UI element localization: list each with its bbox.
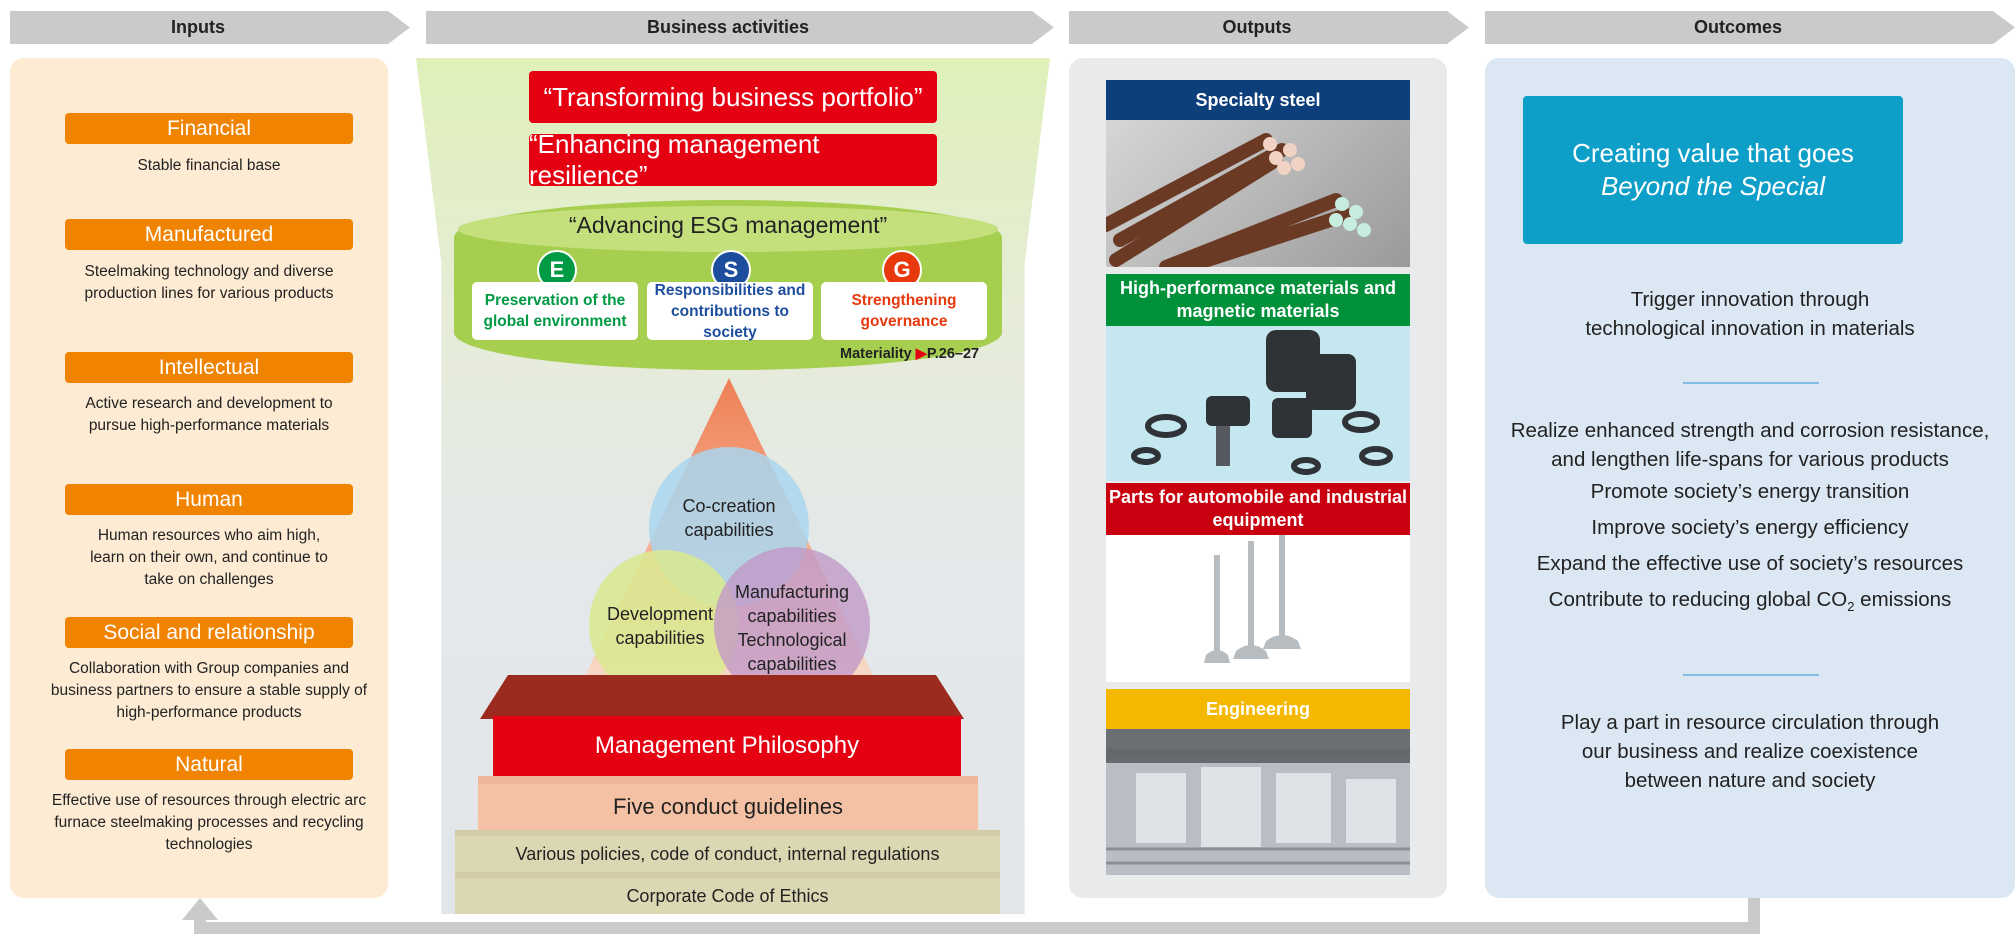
feedback-arrow-up-segment <box>194 918 206 934</box>
inputs-panel: Financial Stable financial base Manufact… <box>10 58 388 898</box>
outcome-line: Trigger innovation through <box>1630 288 1870 311</box>
capabilities-pyramid <box>584 378 874 703</box>
outcome-line-co2: Contribute to reducing global CO2 emissi… <box>1495 582 2005 625</box>
esg-card-environment: Preservation of the global environment <box>472 282 638 340</box>
capability-development: Development capabilities <box>606 604 714 648</box>
output-specialty-steel-label: Specialty steel <box>1106 80 1410 120</box>
materiality-pages: P.26–27 <box>926 346 980 362</box>
outcome-divider <box>1683 674 1819 676</box>
engine-valves-image <box>1106 535 1410 682</box>
outcome-line: Play a part in resource circulation thro… <box>1560 711 1940 734</box>
venn-circle-development <box>589 550 739 700</box>
value-line-2: Beyond the Special <box>1600 171 1826 201</box>
input-desc-intellectual: Active research and development to pursu… <box>85 395 333 434</box>
outcome-group-products: Realize enhanced strength and corrosion … <box>1495 416 2005 625</box>
outcome-line: between nature and society <box>1624 769 1876 792</box>
input-title-social-relationship: Social and relationship <box>65 617 353 648</box>
stage-outputs: Outputs <box>1069 11 1469 44</box>
stage-outcomes: Outcomes <box>1485 11 2015 44</box>
arrow-up-icon <box>182 898 218 920</box>
magnetic-materials-image <box>1106 326 1410 481</box>
stage-label: Inputs <box>171 17 225 37</box>
outcome-line: our business and realize coexistence <box>1581 740 1919 763</box>
policies-regulations: Various policies, code of conduct, inter… <box>455 830 1000 872</box>
input-title-financial: Financial <box>65 113 353 144</box>
value-creation-box: Creating value that goes Beyond the Spec… <box>1523 96 1903 244</box>
esg-title: “Advancing ESG management” <box>568 212 888 238</box>
output-automobile-parts-label: Parts for automobile and industrial equi… <box>1106 483 1410 535</box>
input-desc-social-relationship: Collaboration with Group companies and b… <box>50 660 368 721</box>
outcome-text: emissions <box>1854 588 1952 611</box>
materiality-label: Materiality <box>840 346 912 362</box>
theme-transforming-portfolio: “Transforming business portfolio” <box>529 71 937 123</box>
stage-label: Business activities <box>646 17 810 37</box>
management-philosophy: Management Philosophy <box>493 716 961 776</box>
specialty-steel-image <box>1106 120 1410 267</box>
stage-label: Outputs <box>1222 17 1292 37</box>
esg-card-governance: Strengthening governance <box>821 282 987 340</box>
corporate-code-of-ethics: Corporate Code of Ethics <box>455 872 1000 914</box>
feedback-arrow-down-segment <box>1748 898 1760 928</box>
stage-business-activities: Business activities <box>426 11 1054 44</box>
theme-enhancing-resilience: “Enhancing management resilience” <box>529 129 937 190</box>
esg-card-society: Responsibilities and contributions to so… <box>647 282 813 341</box>
subscript-2: 2 <box>1847 599 1855 615</box>
outcome-line: Realize enhanced strength and corrosion … <box>1510 419 1990 442</box>
outcome-line: Promote society’s energy transition <box>1590 480 1910 503</box>
feedback-arrow-horizontal <box>194 922 1760 934</box>
engineering-image <box>1106 729 1410 875</box>
capability-manufacturing-technological: Manufacturing capabilities Technological… <box>734 582 850 674</box>
capability-cocreation: Co-creation capabilities <box>682 496 776 540</box>
stage-label: Outcomes <box>1693 17 1783 37</box>
five-conduct-guidelines: Five conduct guidelines <box>478 776 978 830</box>
value-line-1: Creating value that goes <box>1572 138 1854 168</box>
input-title-manufactured: Manufactured <box>65 219 353 250</box>
triangle-right-icon: ▶ <box>915 346 927 362</box>
input-desc-financial: Stable financial base <box>137 157 281 174</box>
outcome-line: Improve society’s energy efficiency <box>1591 516 1909 539</box>
outcome-line: and lengthen life-spans for various prod… <box>1551 448 1949 471</box>
outcome-text: Contribute to reducing global CO <box>1548 588 1848 611</box>
output-high-performance-materials-label: High-performance materials and magnetic … <box>1106 274 1410 326</box>
input-desc-manufactured: Steelmaking technology and diverse produ… <box>84 263 334 302</box>
pyramid-base-trapezoid <box>480 675 964 719</box>
input-desc-natural: Effective use of resources through elect… <box>51 792 367 853</box>
output-engineering-label: Engineering <box>1106 689 1410 729</box>
stage-inputs: Inputs <box>10 11 410 44</box>
outcome-line: technological innovation in materials <box>1585 317 1915 340</box>
outcome-line: Expand the effective use of society’s re… <box>1536 552 1964 575</box>
outcome-divider <box>1683 382 1819 384</box>
outcome-group-innovation: Trigger innovation through technological… <box>1495 285 2005 343</box>
input-title-intellectual: Intellectual <box>65 352 353 383</box>
esg-cylinder-top <box>458 206 998 252</box>
materiality-link[interactable]: Materiality ▶P.26–27 <box>840 346 979 362</box>
input-title-natural: Natural <box>65 749 353 780</box>
outcome-group-circulation: Play a part in resource circulation thro… <box>1495 708 2005 795</box>
venn-circle-manufacturing <box>714 547 870 703</box>
input-desc-human: Human resources who aim high, learn on t… <box>90 527 328 588</box>
input-title-human: Human <box>65 484 353 515</box>
